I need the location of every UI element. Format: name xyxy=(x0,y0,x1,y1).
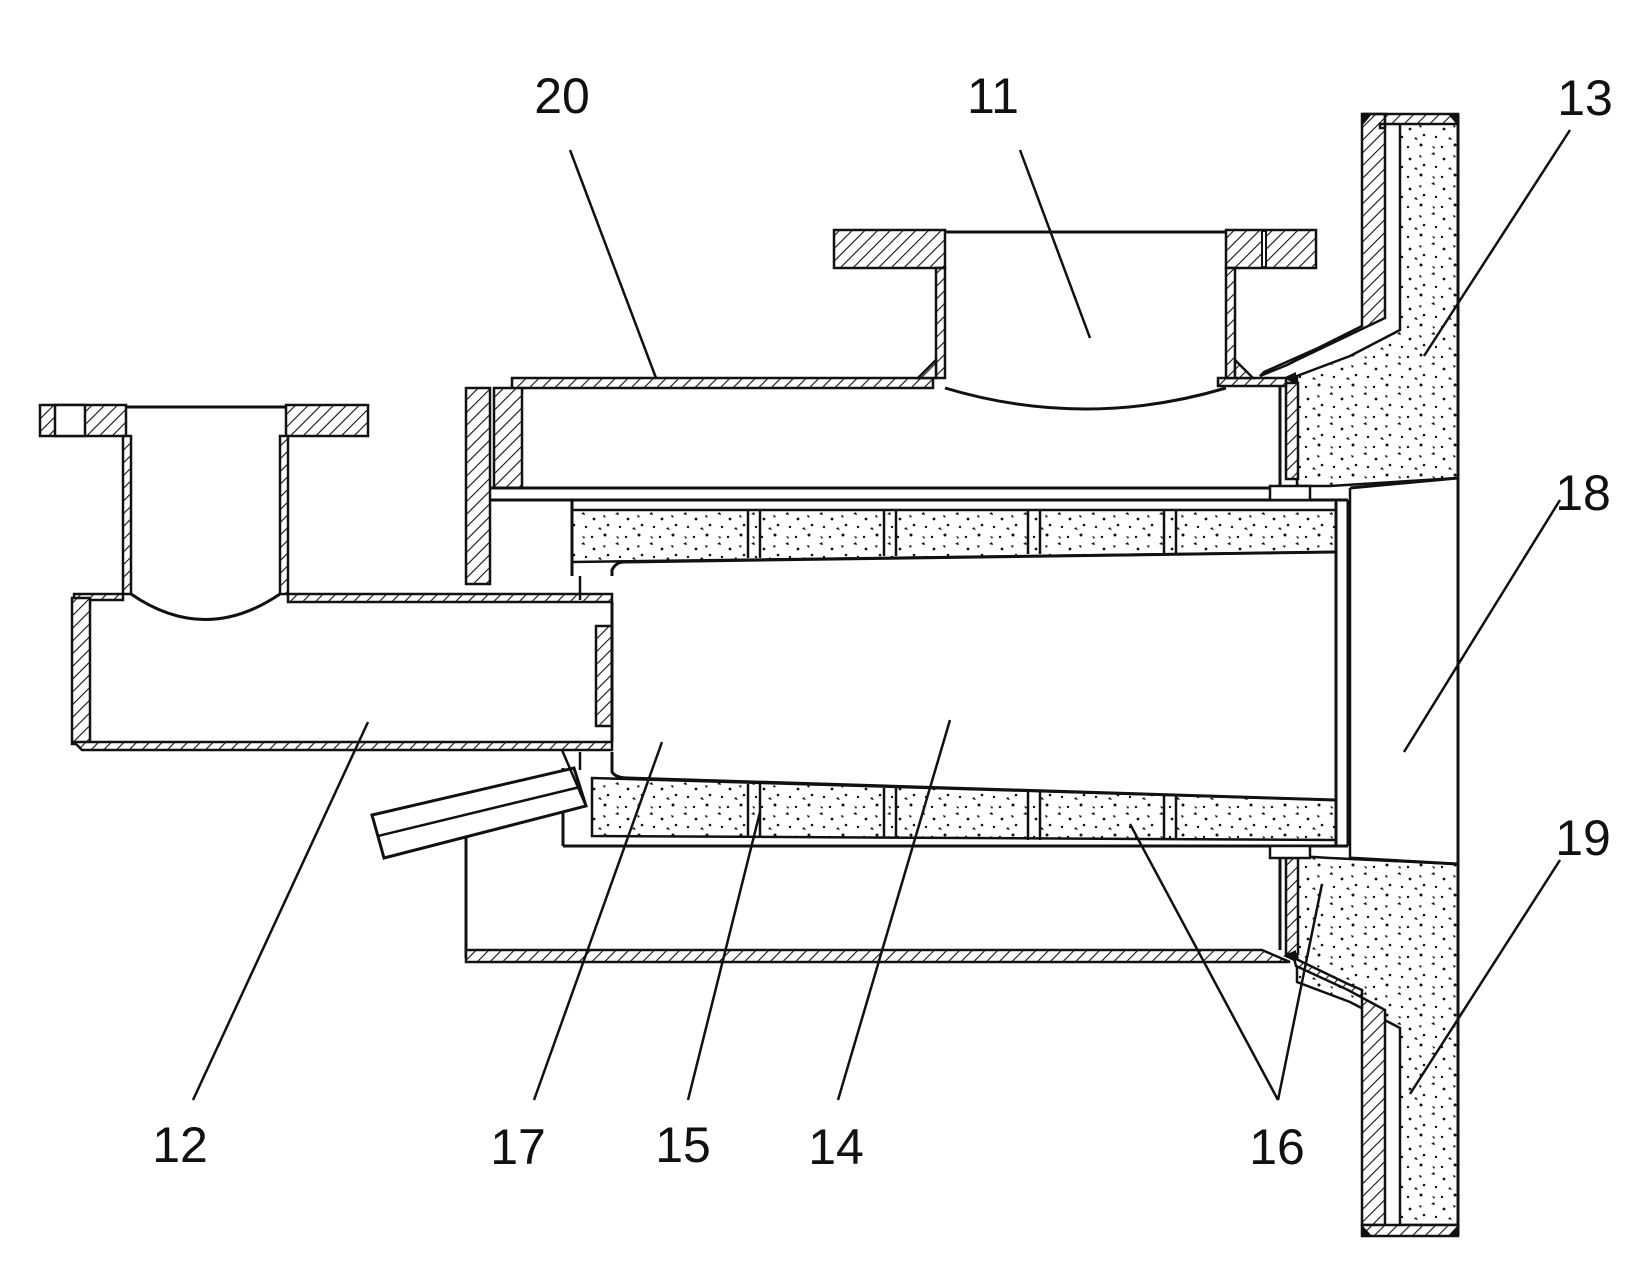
housing-top-wall-right xyxy=(1216,376,1288,388)
leader-18 xyxy=(1402,499,1562,753)
left-pipe-end-cap xyxy=(70,596,92,746)
label-13: 13 xyxy=(1557,70,1613,126)
left-nozzle-flange-right xyxy=(284,403,370,438)
label-11: 11 xyxy=(967,68,1019,124)
label-17: 17 xyxy=(490,1119,546,1175)
upper-steel-shell xyxy=(1259,112,1387,378)
upper-nozzle-left-fillet xyxy=(914,356,938,380)
label-15: 15 xyxy=(655,1117,711,1173)
angled-igniter-tube xyxy=(370,749,588,860)
label-20: 20 xyxy=(534,68,590,124)
housing-top-wall xyxy=(510,376,935,394)
left-pipe-bottom-wall xyxy=(70,740,614,752)
upper-nozzle-right-wall xyxy=(1224,266,1237,380)
left-pipe-top-wall-right xyxy=(286,592,614,604)
left-nozzle-left-wall xyxy=(121,434,133,596)
lower-inner-plate xyxy=(1284,856,1300,956)
weld-bottom-right xyxy=(1448,1225,1458,1236)
left-pipe-outlet-ring xyxy=(594,624,614,728)
leader-14 xyxy=(836,719,952,1101)
label-19: 19 xyxy=(1555,810,1611,866)
lower-seal-gap xyxy=(1268,844,1312,860)
combustion-liner xyxy=(561,484,1350,860)
liner-ribs xyxy=(746,510,1178,840)
igniter-tube-body xyxy=(370,766,588,860)
upper-nozzle-left-wall xyxy=(934,266,947,380)
upper-nozzle-intersection-curve xyxy=(944,386,1227,411)
leader-20 xyxy=(568,149,658,379)
chamber-upper-contour xyxy=(610,550,1337,576)
left-nozzle-intersection-curve xyxy=(130,592,281,621)
igniter-tube-end xyxy=(560,749,588,807)
leader-16b xyxy=(1276,883,1324,1101)
left-flange-bolt-hole xyxy=(53,403,87,438)
upper-seal-gap xyxy=(1268,484,1312,502)
leader-11 xyxy=(1018,149,1092,339)
weld-bottom-left xyxy=(1362,1225,1372,1236)
outer-housing xyxy=(464,376,1348,964)
housing-left-end-plate-inner xyxy=(492,386,524,490)
left-inlet-nozzle xyxy=(38,403,614,752)
right-mounting-flange xyxy=(1259,112,1460,1238)
outlet-throat xyxy=(1349,476,1460,866)
leader-12 xyxy=(191,721,370,1101)
label-14: 14 xyxy=(808,1119,864,1175)
upper-nozzle-flange-left xyxy=(832,228,947,270)
leader-15 xyxy=(686,811,762,1101)
upper-nozzle-flange-right xyxy=(1224,228,1318,270)
left-nozzle-right-wall xyxy=(278,434,290,596)
leader-17 xyxy=(532,741,664,1101)
leader-13 xyxy=(1422,129,1572,357)
housing-left-end-plate xyxy=(464,386,492,586)
leader-19 xyxy=(1408,859,1562,1095)
upper-nozzle-right-fillet xyxy=(1233,356,1257,380)
part-labels: 20 11 13 18 19 12 17 15 14 16 xyxy=(152,68,1613,1175)
weld-mid-upper xyxy=(1283,372,1296,384)
weld-top-right xyxy=(1448,114,1458,126)
weld-top-left xyxy=(1362,114,1372,126)
igniter-tube-bore xyxy=(377,785,581,838)
leader-lines xyxy=(191,129,1572,1101)
weld-mid-lower xyxy=(1283,950,1296,962)
flange-bolt-gap xyxy=(1261,230,1267,268)
housing-bottom-wall xyxy=(464,948,1291,964)
chamber-lower-contour xyxy=(610,752,1337,802)
upper-inlet-nozzle xyxy=(832,228,1318,411)
label-12: 12 xyxy=(152,1117,208,1173)
leader-16a xyxy=(1128,823,1280,1101)
upper-inner-plate xyxy=(1284,381,1300,481)
label-16: 16 xyxy=(1249,1119,1305,1175)
lower-flange-plate xyxy=(1360,1223,1460,1238)
label-18: 18 xyxy=(1555,465,1611,521)
